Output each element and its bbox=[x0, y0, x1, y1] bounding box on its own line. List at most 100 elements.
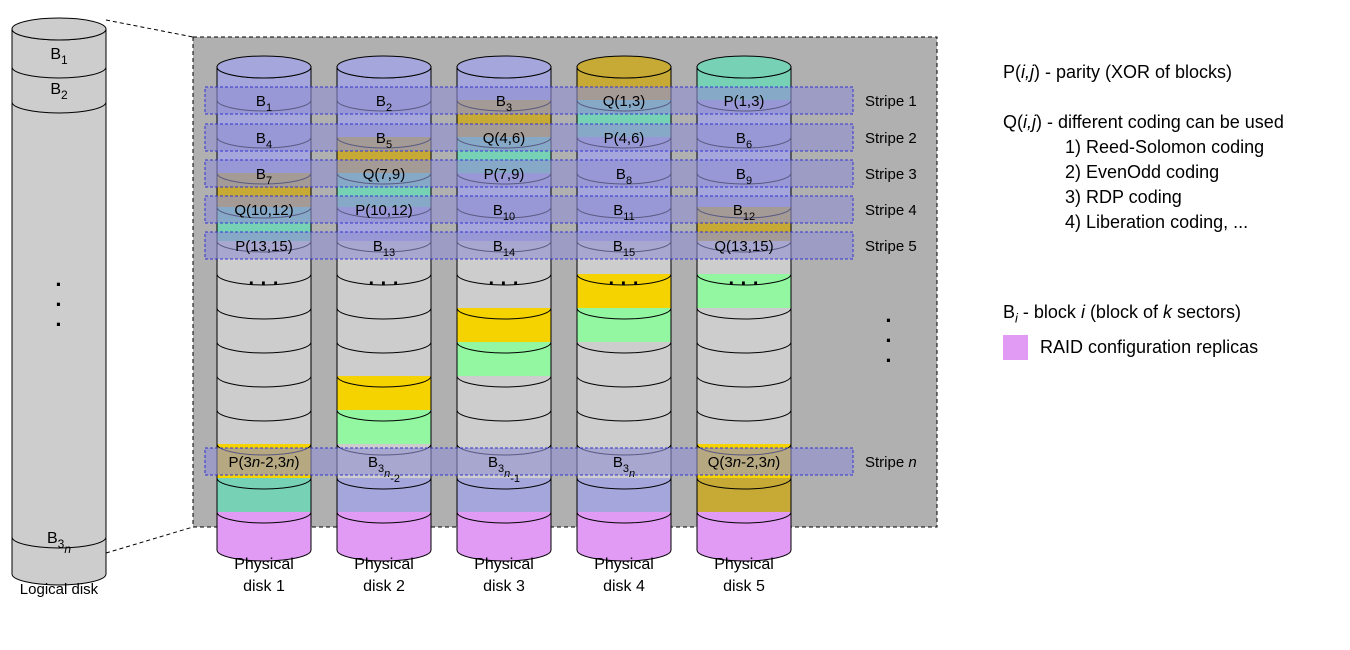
disk3-filler-5-top-curve bbox=[456, 409, 552, 422]
disk2-filler-5-body bbox=[337, 410, 431, 444]
disk4-filler-2-body bbox=[577, 308, 671, 342]
connector-bottom bbox=[105, 526, 194, 554]
stripe-3-label: Stripe 3 bbox=[865, 166, 917, 183]
disk2-block-last-label: B3n-2 bbox=[368, 454, 400, 485]
disk5-label-line2: disk 5 bbox=[723, 578, 765, 595]
logical-disk-cylinder bbox=[11, 17, 107, 586]
disk1-label-line1: Physical bbox=[234, 556, 294, 573]
disk4-ellipsis: · · · bbox=[608, 273, 639, 295]
disk3-filler-1-top-curve bbox=[456, 273, 552, 286]
disk5-block-3-label: B9 bbox=[736, 166, 752, 187]
logical-block-last-bottom-curve bbox=[11, 573, 107, 586]
disk1-block-last-label: P(3n-2,3n) bbox=[229, 454, 300, 471]
disk1-filler-2-top-curve bbox=[216, 307, 312, 320]
disk2-replica-top-curve bbox=[336, 511, 432, 524]
disk3-replica-top-curve bbox=[456, 511, 552, 524]
disk5-block-4-label: B12 bbox=[733, 202, 755, 223]
disk2-block-1-label: B2 bbox=[376, 93, 392, 114]
disk2-replica-body bbox=[337, 512, 431, 550]
disk5-block-last-body bbox=[697, 478, 791, 512]
disk2-filler-5-top-curve bbox=[336, 409, 432, 422]
disk1-block-1-label: B1 bbox=[256, 93, 272, 114]
disk3-block-1-label: B3 bbox=[496, 93, 512, 114]
legend-coding-2: 2) EvenOdd coding bbox=[1065, 162, 1220, 182]
disk1-block-last-top-curve bbox=[216, 477, 312, 490]
physical-disks-panel bbox=[192, 36, 938, 528]
disk5-filler-3-body bbox=[697, 342, 791, 376]
disk2-filler-4-top-curve bbox=[336, 375, 432, 388]
panel-background bbox=[192, 36, 938, 528]
stripe-3-band bbox=[204, 159, 854, 188]
disk5-block-last-top-curve bbox=[696, 477, 792, 490]
disk1-block-4-label: Q(10,12) bbox=[234, 202, 293, 219]
disk3-label-line1: Physical bbox=[474, 556, 534, 573]
disk5-filler-3-top-curve bbox=[696, 341, 792, 354]
disk3-filler-3-body bbox=[457, 342, 551, 376]
zoom-connector-lines bbox=[105, 19, 194, 554]
disk5-filler-4-top-curve bbox=[696, 375, 792, 388]
disk2-block-3-label: Q(7,9) bbox=[363, 166, 406, 183]
disk2-label-line1: Physical bbox=[354, 556, 414, 573]
disk5-replica-bottom-curve bbox=[696, 549, 792, 562]
disk3-block-last-top-curve bbox=[456, 477, 552, 490]
legend: P(i,j) - parity (XOR of blocks) Q(i,j) -… bbox=[1003, 60, 1343, 370]
disk3-replica-body bbox=[457, 512, 551, 550]
disk1-filler-1-body bbox=[217, 274, 311, 308]
disk3-block-3-label: P(7,9) bbox=[484, 166, 525, 183]
disk2-filler-3-top-curve bbox=[336, 341, 432, 354]
disk4-block-4-label: B11 bbox=[613, 202, 634, 223]
disk2-filler-2-top-curve bbox=[336, 307, 432, 320]
disk3-block-2-label: Q(4,6) bbox=[483, 130, 526, 147]
disk3-filler-3-top-curve bbox=[456, 341, 552, 354]
disk4-replica-bottom-curve bbox=[576, 549, 672, 562]
legend-coding-1: 1) Reed-Solomon coding bbox=[1065, 137, 1265, 157]
legend-coding-3: 3) RDP coding bbox=[1065, 187, 1182, 207]
stripe-2-band bbox=[204, 123, 854, 152]
disk1-filler-5-body bbox=[217, 410, 311, 444]
disk3-ellipsis: · · · bbox=[488, 273, 519, 295]
logical-block-label-last: B3n bbox=[47, 530, 71, 556]
disk3-block-last-label: B3n-1 bbox=[488, 454, 520, 485]
disk3-filler-2-body bbox=[457, 308, 551, 342]
disk5-ellipsis: · · · bbox=[728, 273, 759, 295]
disk3-filler-2-top-curve bbox=[456, 307, 552, 320]
disk1-block-5-label: P(13,15) bbox=[235, 238, 293, 255]
stripes-ellipsis-dot-2: · bbox=[885, 328, 892, 353]
disk1-filler-5-top-curve bbox=[216, 409, 312, 422]
disk5-filler-1-body bbox=[697, 274, 791, 308]
logical-block-last-top-curve bbox=[11, 536, 107, 549]
logical-block-last-body bbox=[12, 537, 106, 574]
disk1-label-line2: disk 1 bbox=[243, 578, 285, 595]
disk5-filler-5-body bbox=[697, 410, 791, 444]
disk1-filler-2-body bbox=[217, 308, 311, 342]
disk5-filler-4-body bbox=[697, 376, 791, 410]
disk4-filler-1-top-curve bbox=[576, 273, 672, 286]
stripe-6-label: Stripe n bbox=[865, 454, 917, 471]
stripe-2-label: Stripe 2 bbox=[865, 130, 917, 147]
stripe-4-band bbox=[204, 195, 854, 224]
logical-block-2-top-curve bbox=[11, 66, 107, 79]
disk4-filler-5-top-curve bbox=[576, 409, 672, 422]
disk4-block-5-label: B15 bbox=[613, 238, 635, 259]
disk5-block-last-label: Q(3n-2,3n) bbox=[708, 454, 781, 471]
disk5-filler-5-top-curve bbox=[696, 409, 792, 422]
connector-top bbox=[105, 19, 194, 38]
disk5-filler-1-top-curve bbox=[696, 273, 792, 286]
disk3-block-last-body bbox=[457, 478, 551, 512]
disk2-filler-1-top-curve bbox=[336, 273, 432, 286]
top-cap bbox=[696, 55, 792, 79]
disk4-filler-4-body bbox=[577, 376, 671, 410]
disk3-replica-bottom-curve bbox=[456, 549, 552, 562]
top-cap bbox=[576, 55, 672, 79]
disk1-filler-4-body bbox=[217, 376, 311, 410]
top-cap bbox=[11, 17, 107, 41]
top-cap bbox=[336, 55, 432, 79]
disk2-filler-2-body bbox=[337, 308, 431, 342]
disk1-replica-top-curve bbox=[216, 511, 312, 524]
disk3-label-line2: disk 3 bbox=[483, 578, 525, 595]
disk5-replica-body bbox=[697, 512, 791, 550]
disk1-filler-1-top-curve bbox=[216, 273, 312, 286]
